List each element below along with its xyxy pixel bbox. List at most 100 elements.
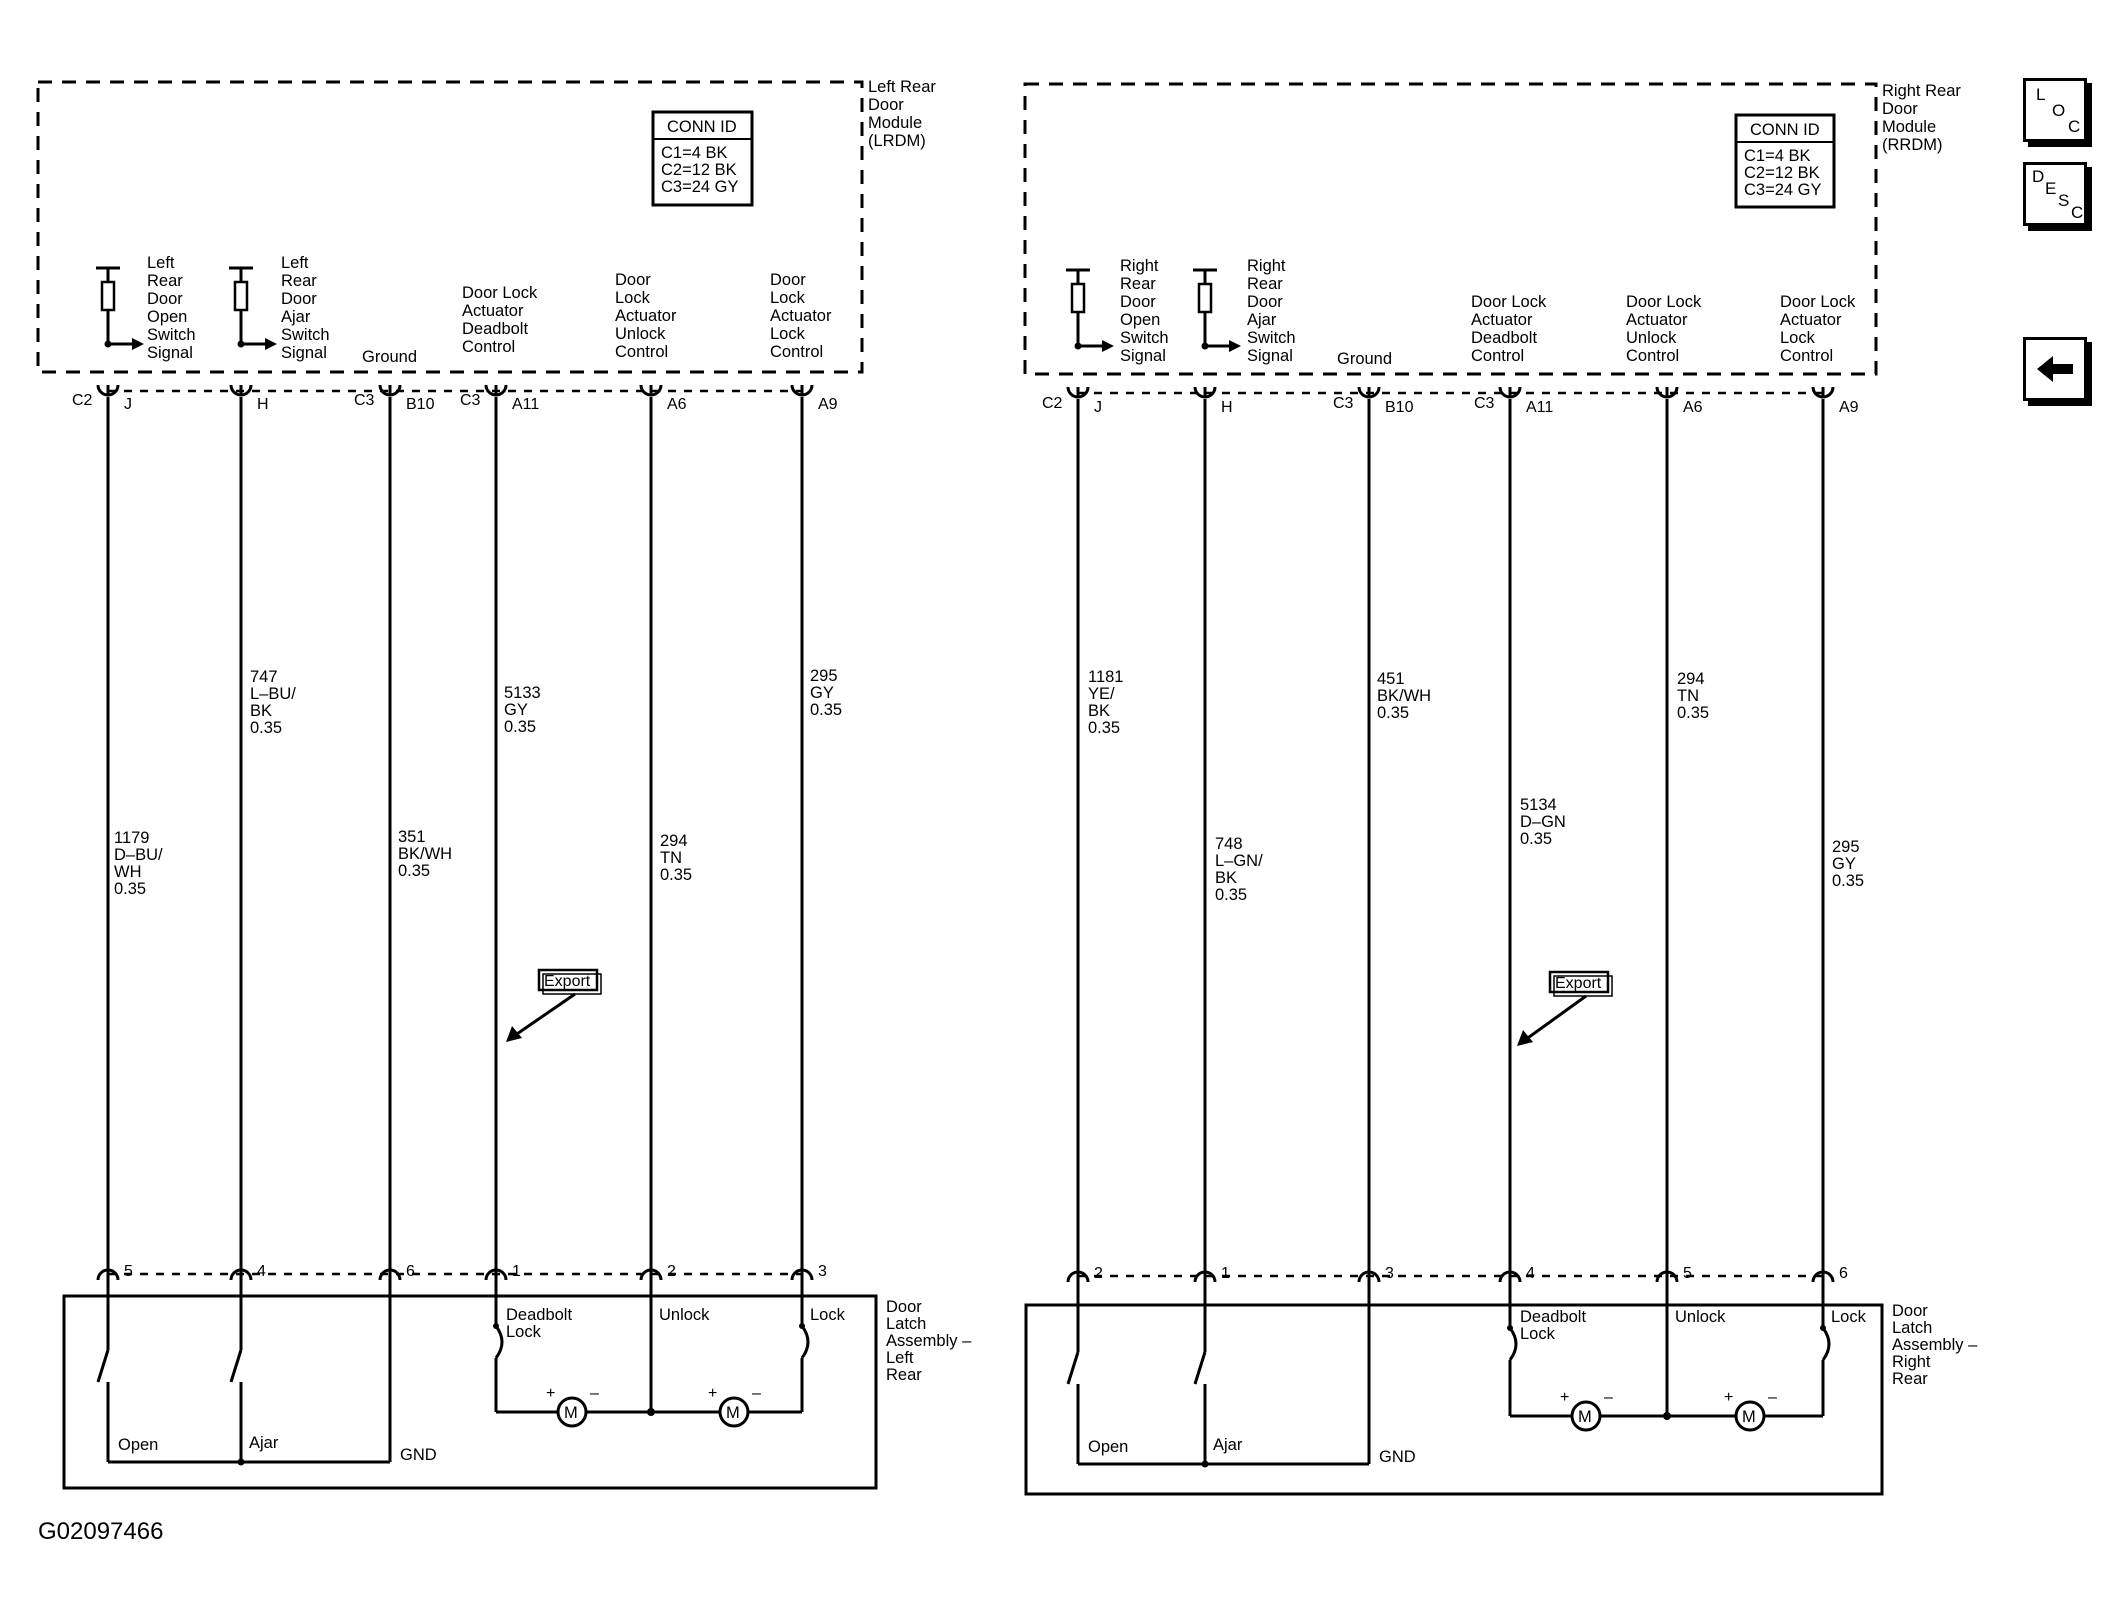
back-button[interactable] [2023,337,2087,401]
lock-switch [800,1325,810,1359]
connector-id: C3 [1474,395,1495,412]
connector-terminal [1498,1270,1522,1283]
circuit-label: Door Lock [1471,293,1547,311]
motor-icon [1734,1400,1766,1432]
connector-terminal [1066,1270,1090,1283]
circuit-label: Left [281,254,309,272]
conn-id-title-right: CONN ID [1750,121,1820,139]
back-arrow-icon [2037,356,2073,382]
wire-spec: BK [250,702,272,720]
wire-spec: 5133 [504,684,541,702]
connector-terminal [1655,1270,1679,1283]
latch-name-left: Left [886,1349,914,1367]
latch-name-left: Assembly – [886,1332,972,1350]
connector-terminal [1357,1270,1381,1283]
deadbolt-label: Lock [506,1323,542,1341]
pin-label: J [1094,399,1102,416]
connector-terminal [1193,1270,1217,1283]
circuit-label: Signal [147,344,193,362]
connector-id: C2 [72,392,93,409]
circuit-label: Switch [147,326,196,344]
circuit-label: Unlock [1626,329,1677,347]
circuit-label: Right [1120,257,1159,275]
junction-dot [647,1408,655,1416]
circuit-label: Lock [770,289,806,307]
wire-spec: 294 [1677,670,1705,688]
desc-letter-e: E [2045,179,2057,198]
connector-terminal [378,1268,402,1281]
lock-label: Lock [810,1306,846,1324]
motor-label: M [726,1404,740,1422]
export-box-shadow [1553,975,1613,997]
circuit-label: Switch [1247,329,1296,347]
lock-switch [494,1325,504,1359]
pin-label: A11 [512,396,539,413]
deadbolt-label: Deadbolt [506,1306,572,1324]
module-name-left: Left Rear [868,78,936,96]
export-arrow-icon [1517,1030,1533,1046]
motor-plus: + [546,1385,555,1402]
resistor [233,280,249,312]
connector-id: C3 [354,392,375,409]
wire-spec: GY [504,701,528,719]
conn-id-line: C1=4 BK [1744,147,1811,165]
signal-arrow-icon [265,338,277,350]
latch-pin-label: 6 [1839,1265,1848,1282]
module-name-right: Module [1882,118,1936,136]
wire-spec: 295 [810,667,838,685]
connector-id: C3 [460,392,481,409]
circuit-label: Deadbolt [1471,329,1537,347]
circuit-label: Door [1247,293,1283,311]
latch-pin-label: 1 [1221,1265,1230,1282]
motor-plus: + [1560,1389,1569,1406]
connector-terminal [1811,1270,1835,1283]
desc-button[interactable]: D E S C [2023,162,2087,226]
junction-dot [493,1323,499,1329]
motor-minus: – [1768,1389,1777,1406]
motor-minus: – [590,1385,599,1402]
junction-dot [799,1323,805,1329]
module-name-right: (RRDM) [1882,136,1942,154]
circuit-label: Control [462,338,515,356]
latch-pin-label: 6 [406,1263,415,1280]
export-box-shadow [542,973,602,995]
junction-dot [1201,1460,1209,1468]
loc-letter-l: L [2036,85,2046,104]
latch-name-left: Latch [886,1315,926,1333]
lock-switch [1508,1327,1518,1361]
wire-spec: 0.35 [1377,704,1409,722]
wire-spec: GY [1832,855,1856,873]
circuit-right-1: H1RightRearDoorAjarSwitchSignal748L–GN/B… [1193,257,1296,1283]
pin-label: A9 [818,396,838,413]
resistor [1197,282,1213,314]
wire-spec: 748 [1215,835,1243,853]
latch-pin-label: 4 [257,1263,266,1280]
loc-button[interactable]: L O C [2023,78,2087,142]
motor-icon [718,1396,750,1428]
loc-letter-c: C [2068,117,2081,136]
module-name-right: Right Rear [1882,82,1961,100]
pin-label: H [257,396,269,413]
circuit-label: Ground [1337,350,1392,368]
wire-spec: L–GN/ [1215,852,1263,870]
circuit-label: Actuator [1471,311,1533,329]
conn-id-line: C1=4 BK [661,144,728,162]
pin-label: B10 [406,396,435,413]
connector-terminal [484,1268,508,1281]
latch-pin-label: 2 [667,1263,676,1280]
lock-switch [1821,1327,1831,1361]
wire-spec: 0.35 [1520,830,1552,848]
deadbolt-label: Lock [1520,1325,1556,1343]
circuit-label: Control [1626,347,1679,365]
switch-blade [96,1349,110,1383]
motor-icon [556,1396,588,1428]
circuit-label: Rear [147,272,183,290]
circuit-label: Open [1120,311,1160,329]
latch-name-left: Door [886,1298,922,1316]
